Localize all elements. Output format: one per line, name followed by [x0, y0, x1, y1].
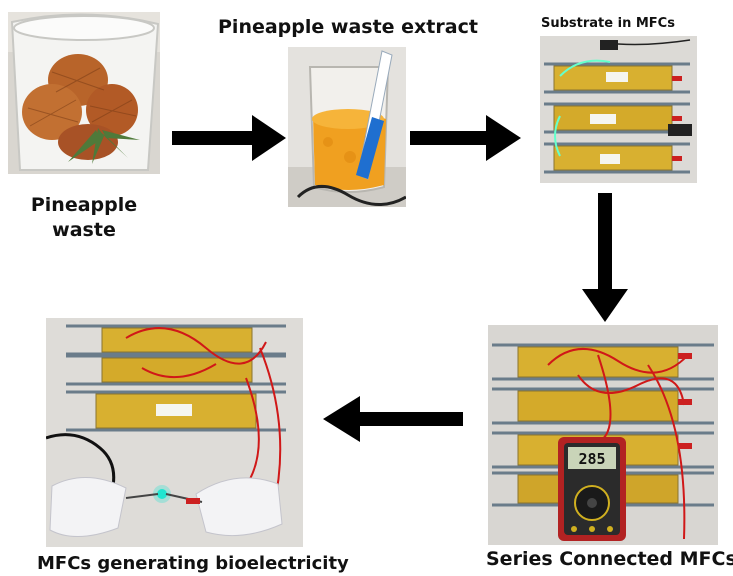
substrate-mfcs-photo	[540, 36, 697, 183]
label-pineapple-waste-extract: Pineapple waste extract	[218, 16, 478, 38]
series-connected-mfcs-photo: 285	[488, 325, 718, 545]
arrow-right-2	[410, 113, 522, 163]
arrow-right-1	[172, 113, 287, 163]
label-substrate-in-mfcs: Substrate in MFCs	[541, 16, 675, 31]
pineapple-waste-photo	[8, 12, 160, 174]
arrow-down	[580, 193, 630, 323]
label-pineapple-waste: Pineapple waste	[30, 194, 138, 241]
label-series-connected-mfcs: Series Connected MFCs	[486, 548, 733, 570]
pineapple-extract-photo	[288, 47, 406, 207]
arrow-left	[322, 394, 464, 444]
mfcs-generating-bioelectricity-photo	[46, 318, 303, 547]
label-mfcs-generating-bioelectricity: MFCs generating bioelectricity	[37, 553, 349, 574]
multimeter-reading: 285	[578, 450, 605, 468]
